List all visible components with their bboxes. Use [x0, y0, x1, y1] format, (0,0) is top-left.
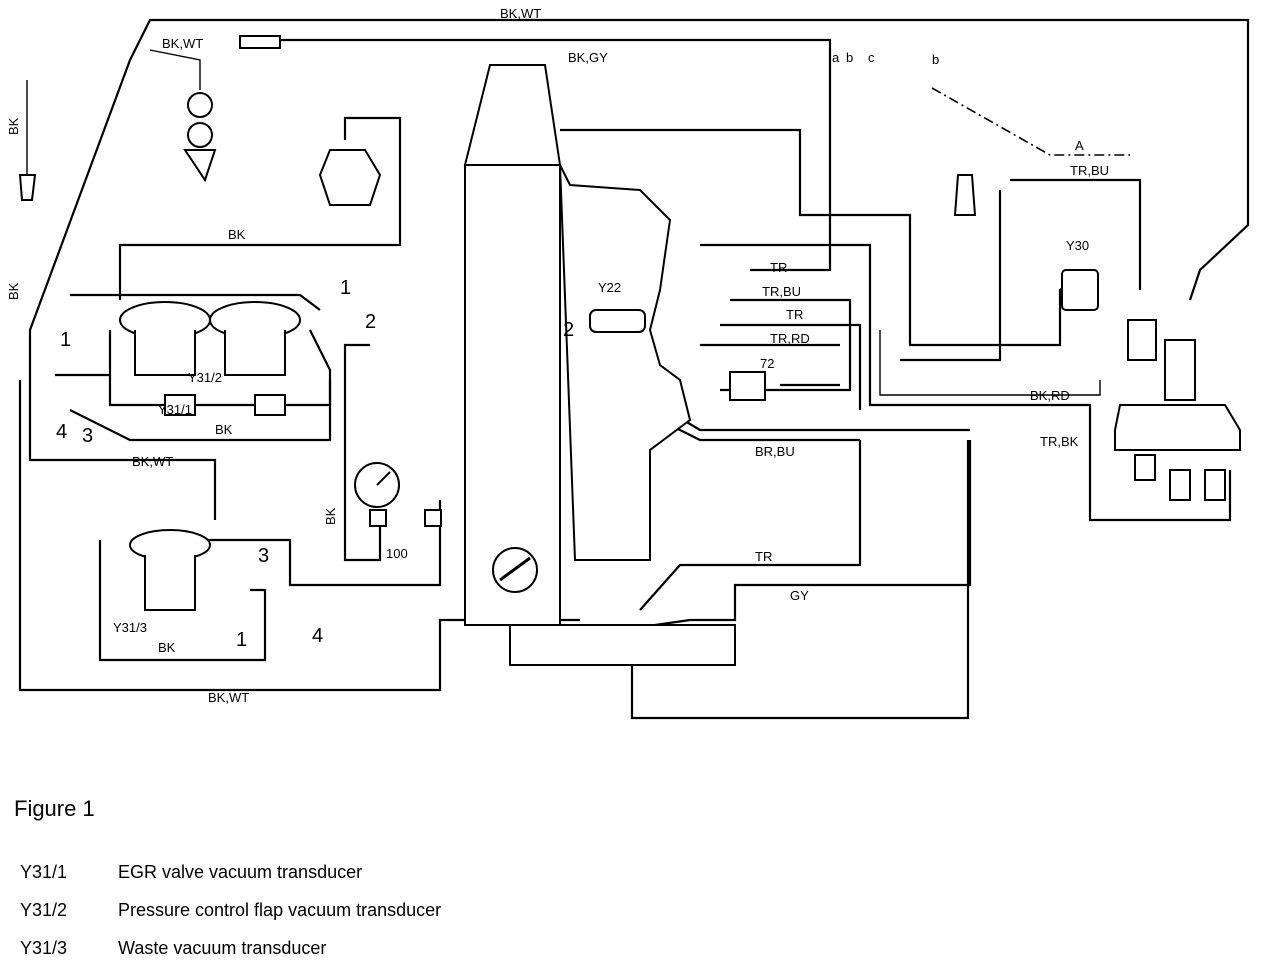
callout-y31-2: Y31/2 — [188, 370, 222, 385]
callout-4-left: 4 — [56, 421, 67, 443]
callout-100: 100 — [386, 546, 408, 561]
callout-1-top: 1 — [340, 277, 351, 299]
legend-desc: Pressure control flap vacuum transducer — [118, 900, 442, 920]
label-trrd: TR,RD — [770, 331, 810, 346]
label-bk-left-vertical2: BK — [6, 282, 21, 300]
label-tr-3: TR — [786, 307, 803, 322]
label-bkwt-left-top: BK,WT — [162, 36, 203, 51]
legend-code: Y31/3 — [20, 938, 68, 958]
label-bk-lower: BK — [215, 422, 233, 437]
callout-a: a — [832, 50, 840, 65]
y22-valve — [589, 309, 646, 333]
callout-1-bottom: 1 — [236, 629, 247, 651]
callout-3-left: 3 — [82, 425, 93, 447]
label-bk-bottom: BK — [158, 640, 176, 655]
figure-caption: Figure 1 — [14, 796, 95, 821]
label-gy: GY — [790, 588, 809, 603]
label-bkwt-top: BK,WT — [500, 6, 541, 21]
label-trbu-2: TR,BU — [762, 284, 801, 299]
label-tr-1: TR — [770, 260, 787, 275]
pressure-gauge — [354, 462, 442, 527]
callout-y30: Y30 — [1066, 238, 1089, 253]
callout-c: c — [868, 50, 875, 65]
reference-line-a — [931, 87, 1130, 156]
callout-b-right: b — [932, 52, 939, 67]
engine-block — [463, 64, 736, 666]
label-bk-mid: BK — [228, 227, 246, 242]
callout-1-left: 1 — [60, 329, 71, 351]
label-bkwt-mid: BK,WT — [132, 454, 173, 469]
right-vacuum-pump — [1114, 319, 1241, 501]
label-trbk: TR,BK — [1040, 434, 1079, 449]
callout-A: A — [1075, 138, 1084, 153]
label-bk-vertical-gauge: BK — [323, 507, 338, 525]
callout-2-engine: 2 — [563, 319, 574, 341]
legend-code: Y31/2 — [20, 900, 68, 920]
vacuum-hoses — [18, 18, 1250, 720]
left-actuators — [119, 301, 301, 416]
legend-desc: EGR valve vacuum transducer — [118, 862, 363, 882]
component-72 — [729, 371, 766, 401]
callout-3-bottom: 3 — [258, 545, 269, 567]
legend-row: Y31/1 EGR valve vacuum transducer — [20, 862, 441, 900]
waste-transducer-body — [129, 529, 211, 611]
label-bkwt-bottom: BK,WT — [208, 690, 249, 705]
label-bkgy: BK,GY — [568, 50, 608, 65]
right-sensor — [953, 174, 977, 216]
callout-y31-3: Y31/3 — [113, 620, 147, 635]
label-trbu-right: TR,BU — [1070, 163, 1109, 178]
callout-2-top: 2 — [365, 311, 376, 333]
callout-4-bottom: 4 — [312, 625, 323, 647]
vacuum-diagram: BK,WT BK,WT BK,GY BK BK BK BK BK,WT BK B… — [6, 6, 1250, 720]
legend-row: Y31/2 Pressure control flap vacuum trans… — [20, 900, 441, 938]
callout-y31-1: Y31/1 — [158, 402, 192, 417]
callout-b: b — [846, 50, 853, 65]
component-callouts: a b c b A Y22 Y30 Y31/1 Y31/2 Y31/3 72 1… — [56, 50, 1089, 651]
left-sensor — [18, 174, 37, 201]
figure-legend: Y31/1 EGR valve vacuum transducer Y31/2 … — [20, 862, 441, 976]
label-bk-left-vertical: BK — [6, 117, 21, 135]
wire-labels: BK,WT BK,WT BK,GY BK BK BK BK BK,WT BK B… — [6, 6, 1109, 705]
label-tr-bottom: TR — [755, 549, 772, 564]
legend-code: Y31/1 — [20, 862, 68, 882]
diaphragm-unit — [318, 149, 382, 206]
legend-row: Y31/3 Waste vacuum transducer — [20, 938, 441, 976]
callout-y22: Y22 — [598, 280, 621, 295]
label-brbu: BR,BU — [755, 444, 795, 459]
callout-72: 72 — [760, 356, 774, 371]
top-connector — [239, 35, 281, 49]
label-bkrd: BK,RD — [1030, 388, 1070, 403]
upper-left-valve — [183, 92, 217, 183]
y30-valve — [1061, 269, 1099, 311]
legend-desc: Waste vacuum transducer — [118, 938, 327, 958]
